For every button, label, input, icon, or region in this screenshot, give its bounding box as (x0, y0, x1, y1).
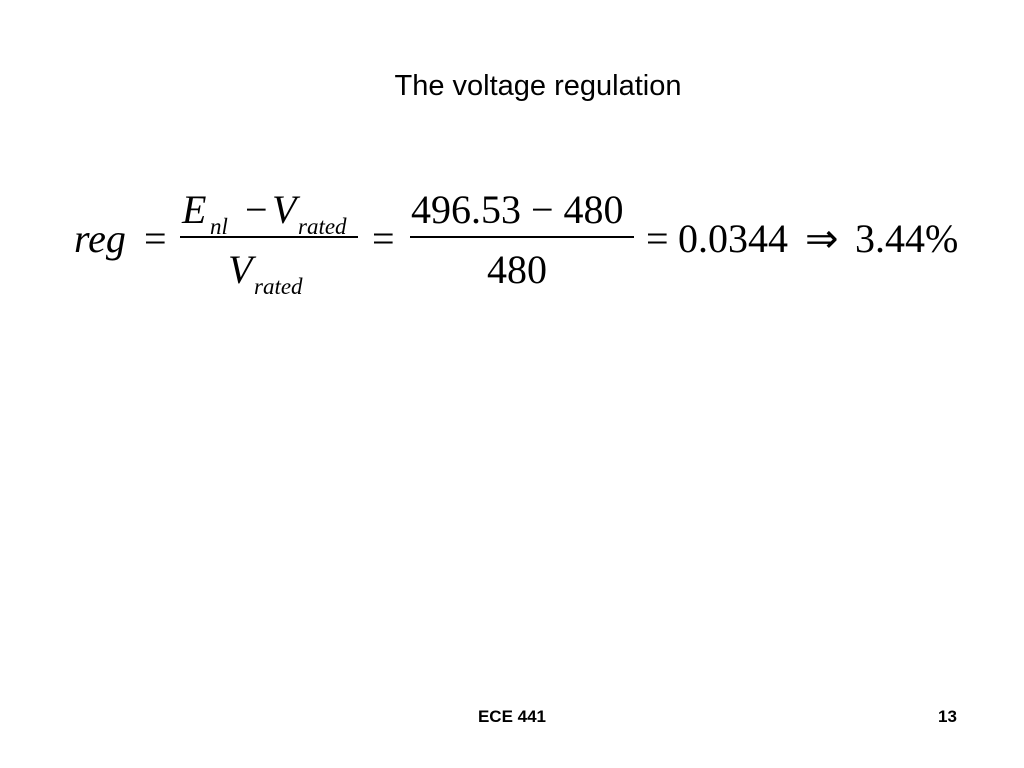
numeric-fraction-bar (410, 236, 634, 238)
equation-lhs: reg (74, 216, 126, 261)
e-subscript: nl (210, 214, 228, 239)
implies-arrow: ⇒ (805, 216, 839, 261)
v-subscript-denominator: rated (254, 274, 303, 299)
percent-result: 3.44% (855, 216, 959, 261)
v-symbol-denominator: V (228, 247, 253, 292)
minus-sign-symbolic: − (245, 187, 268, 232)
decimal-result: 0.0344 (678, 216, 788, 261)
equals-sign-2: = (372, 216, 395, 261)
v-subscript-numerator: rated (298, 214, 347, 239)
symbolic-fraction-bar (180, 236, 358, 238)
e-symbol: E (182, 187, 207, 232)
numeric-denominator: 480 (487, 247, 547, 292)
slide-title: The voltage regulation (394, 70, 682, 102)
v-symbol-numerator: V (272, 187, 297, 232)
page-number: 13 (938, 707, 957, 726)
regulation-equation: reg = E nl − V rated V rated = 496.53 − … (74, 178, 994, 308)
equals-sign-1: = (144, 216, 167, 261)
numeric-numerator: 496.53 − 480 (411, 187, 624, 232)
equals-sign-3: = (646, 216, 669, 261)
footer-course: ECE 441 (477, 707, 547, 726)
